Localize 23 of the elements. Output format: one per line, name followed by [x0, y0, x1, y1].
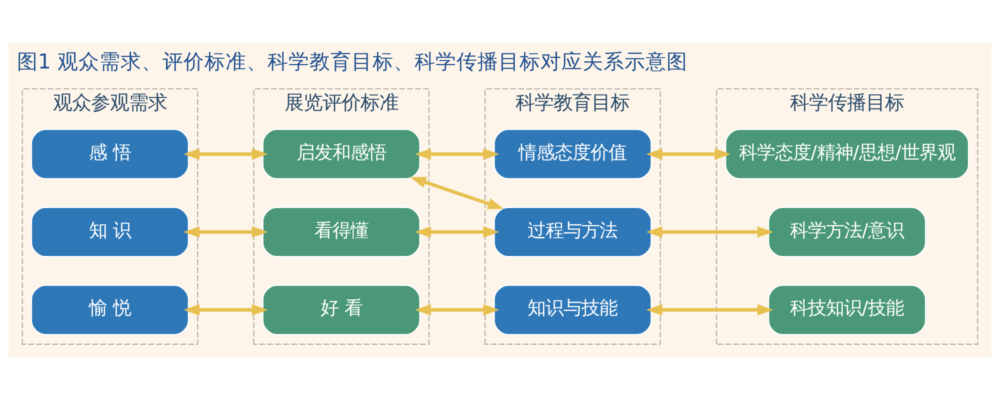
- node-box: 过程与方法: [494, 206, 652, 257]
- node-box: 感 悟: [30, 128, 189, 179]
- arrow: [410, 176, 504, 209]
- arrow: [646, 148, 731, 160]
- node-box: 愉 悦: [30, 284, 189, 335]
- arrow: [414, 148, 500, 160]
- arrow: [646, 304, 774, 316]
- node-box: 知识与技能: [494, 284, 652, 335]
- node-box: 科技知识/技能: [768, 284, 926, 335]
- diagram-title: 图1 观众需求、评价标准、科学教育目标、科学传播目标对应关系示意图: [16, 49, 688, 74]
- node-box: 情感态度价值: [494, 128, 652, 179]
- node-box: 知 识: [30, 206, 189, 257]
- arrow: [183, 148, 268, 160]
- node-box: 看得懂: [262, 206, 420, 257]
- arrow: [414, 226, 500, 238]
- node-box: 科学方法/意识: [768, 206, 926, 257]
- arrow: [414, 304, 500, 316]
- node-box: 好 看: [262, 284, 420, 335]
- arrow: [646, 226, 774, 238]
- node-box: 科学态度/精神/思想/世界观: [725, 128, 970, 179]
- arrow: [183, 226, 268, 238]
- arrow: [183, 304, 268, 316]
- node-box: 启发和感悟: [262, 128, 420, 179]
